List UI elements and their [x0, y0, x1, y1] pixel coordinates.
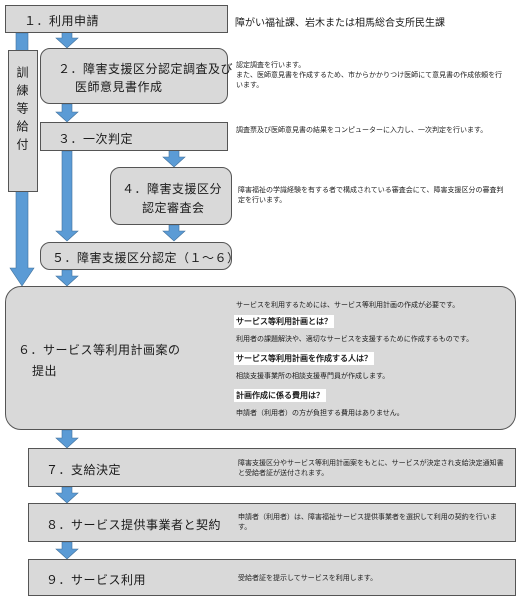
- step2-label-line1: ２．障害支援区分認定調査及び: [58, 62, 234, 76]
- step7-label: ７．支給決定: [46, 463, 122, 477]
- step9-box: [28, 559, 516, 596]
- step2-desc: 認定調査を行います。 また、医師意見書を作成するため、市からかかりつけ医師にて意…: [236, 61, 503, 89]
- step6-a2: 相談支援事業所の相談支援専門員が作成します。: [236, 372, 390, 380]
- step4-label-line2: 認定審査会: [142, 201, 205, 215]
- step1-box: [5, 5, 228, 33]
- step1-label: １．利用申請: [24, 14, 100, 28]
- arrow-step3-to-step5: [55, 150, 79, 242]
- arrow-step5-to-step6: [55, 269, 79, 287]
- step1-contact: 障がい福祉課、岩木または相馬総合支所民生課: [235, 18, 445, 29]
- step6-a1: 利用者の課題解決や、適切なサービスを支援するために作成するものです。: [236, 335, 474, 343]
- step4-box: [110, 167, 232, 225]
- step6-label-line1: ６．サービス等利用計画案の: [18, 343, 181, 357]
- step3-box: [40, 122, 228, 151]
- step4-desc: 障害福祉の学識経験を有する者で構成されている審査会にて、障害支援区分の審査判定を…: [238, 186, 504, 204]
- step6-a3: 申請者（利用者）の方が負担する費用はありません。: [236, 409, 404, 417]
- step8-desc: 申請者（利用者）は、障害福祉サービス提供事業者を選択して利用の契約を行います。: [238, 513, 497, 531]
- step9-desc: 受給者証を提示してサービスを利用します。: [238, 574, 378, 582]
- arrow-step7-to-step8: [55, 486, 79, 504]
- step6-label-line2: 提出: [32, 364, 58, 378]
- step6-q3: 計画作成に係る費用は？: [234, 389, 326, 402]
- step8-label: ８．サービス提供事業者と契約: [46, 518, 222, 532]
- step2-box: [40, 48, 228, 104]
- step3-label: ３．一次判定: [58, 132, 134, 146]
- step5-label: ５．障害支援区分認定（１～６）: [52, 251, 240, 265]
- step7-box: [28, 448, 516, 487]
- step7-desc: 障害支援区分やサービス等利用計画案をもとに、サービスが決定され支給決定通知書と受…: [238, 459, 504, 477]
- arrow-step8-to-step9: [55, 541, 79, 560]
- arrow-step2-to-step3: [55, 103, 79, 123]
- step5-box: [40, 242, 232, 270]
- step2-label-line2: 医師意見書作成: [75, 80, 163, 94]
- step3-desc: 調査票及び医師意見書の結果をコンピューターに入力し、一次判定を行います。: [236, 126, 488, 134]
- step8-box: [28, 503, 516, 542]
- side-label: 訓練等給付: [15, 66, 29, 156]
- arrow-step6-to-step7: [55, 429, 79, 449]
- arrow-step3-to-step4: [162, 149, 186, 168]
- arrow-step1-to-step2: [55, 30, 79, 49]
- arrow-step4-to-step5: [162, 224, 186, 242]
- step4-label-line1: ４．障害支援区分: [122, 182, 223, 196]
- step6-intro: サービスを利用するためには、サービス等利用計画の作成が必要です。: [236, 301, 460, 309]
- step6-q2: サービス等利用計画を作成する人は？: [234, 352, 374, 365]
- side-box: [8, 50, 38, 192]
- step9-label: ９．サービス利用: [46, 573, 147, 587]
- step6-q1: サービス等利用計画とは？: [234, 315, 334, 328]
